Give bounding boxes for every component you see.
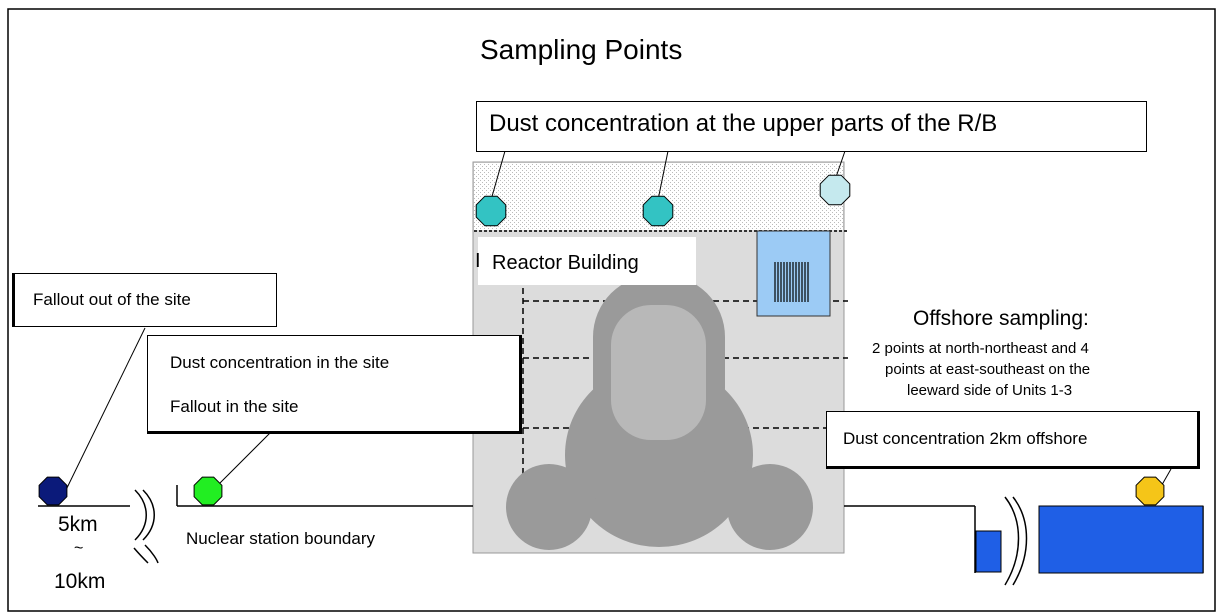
distance-10km: 10km [54,570,106,593]
upper-rb-label: Dust concentration at the upper parts of… [489,110,998,137]
containment-vessel [506,275,813,550]
distance-5km: 5km [58,513,98,536]
reactor-building-label-bg [478,237,696,285]
offshore-break-mark [1004,496,1028,586]
fallout-out-label: Fallout out of the site [33,290,191,309]
site-callout: Dust concentration in the site Fallout i… [147,335,522,434]
fallout-in-site-label: Fallout in the site [170,397,299,416]
upper-rb-marker-1 [475,195,507,227]
diagram-title: Sampling Points [480,34,683,65]
reactor-pressure-vessel [611,305,706,440]
reactor-building-prefix: I [475,250,481,272]
fuel-rack [774,262,809,302]
offshore-desc-line-1: 2 points at north-northeast and 4 [872,340,1089,357]
dust-2km-label: Dust concentration 2km offshore [843,429,1088,448]
upper-rb-marker-2 [642,195,674,227]
upper-rb-callout: Dust concentration at the upper parts of… [476,101,1147,152]
distance-break-mark [133,489,159,564]
fallout-out-marker [38,476,68,506]
sea-near [975,530,1002,573]
site-marker [193,476,223,506]
dust-in-site-label: Dust concentration in the site [170,353,390,372]
sea-offshore [1038,505,1204,574]
boundary-label: Nuclear station boundary [186,529,376,548]
offshore-marker [1135,476,1165,506]
reactor-building-label: Reactor Building [492,252,639,274]
outer-frame [7,8,1216,612]
offshore-callout: Dust concentration 2km offshore [826,411,1200,469]
fallout-out-callout: Fallout out of the site [12,273,277,327]
offshore-desc-line-3: leeward side of Units 1-3 [907,382,1073,399]
offshore-title: Offshore sampling: [913,307,1089,330]
distance-tilde: ~ [74,540,84,557]
offshore-desc-line-2: points at east-southeast on the [885,361,1091,378]
sampling-markers [38,174,1165,506]
upper-rb-marker-3 [819,174,851,206]
